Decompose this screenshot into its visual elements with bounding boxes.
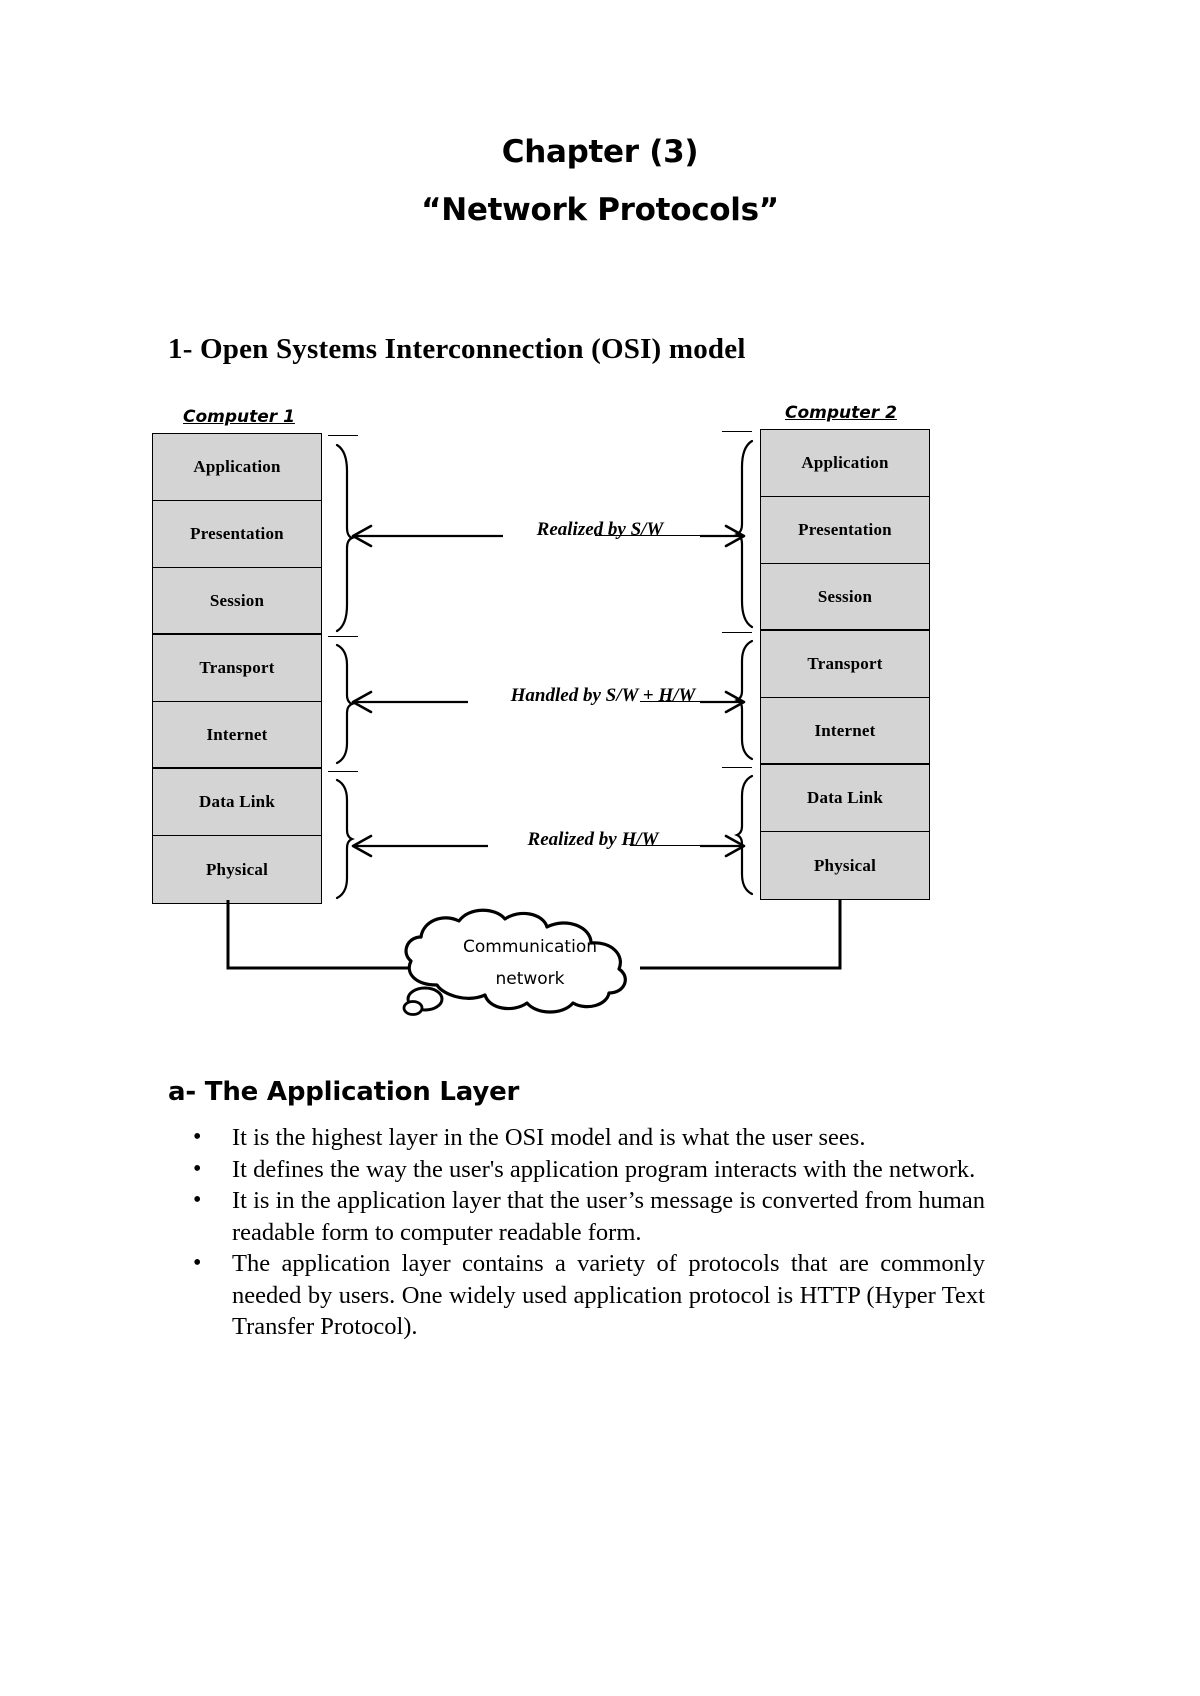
layer-box-transport-left: Transport	[153, 635, 321, 702]
list-item-text: It is in the application layer that the …	[232, 1187, 985, 1246]
osi-model-diagram: Computer 1 Computer 2 Application Presen…	[140, 395, 1060, 1055]
list-item: • It defines the way the user's applicat…	[185, 1154, 985, 1186]
annotation-realized-by-sw: Realized by S/W	[536, 519, 664, 540]
bullet-dot-icon: •	[193, 1187, 202, 1213]
layer-box-physical-right: Physical	[813, 855, 877, 875]
annotation-line-swhw-right	[640, 701, 705, 702]
bullet-dot-icon: •	[193, 1124, 202, 1150]
brace-left-software	[333, 443, 355, 633]
page-title-subject: “Network Protocols”	[421, 192, 779, 228]
layer-box-datalink-left: Data Link	[153, 769, 321, 836]
layer-box-session-left: Session	[153, 568, 321, 635]
bullet-list: • It is the highest layer in the OSI mod…	[185, 1122, 985, 1343]
page-title-chapter: Chapter (3)	[501, 134, 699, 170]
layer-box-internet-right: Internet	[761, 698, 929, 765]
diagram-label-computer-2: Computer 2	[785, 403, 897, 423]
group-tick-left-top	[328, 435, 358, 436]
brace-left-hardware	[333, 778, 355, 900]
sub-heading-application-layer: a- The Application Layer	[168, 1077, 520, 1107]
cloud-label-line-2: network	[495, 969, 565, 989]
layer-box-datalink-right: Data Link	[761, 765, 929, 832]
brace-right-hardware	[734, 774, 756, 896]
list-item: • It is in the application layer that th…	[185, 1185, 985, 1248]
brace-left-software-hardware	[333, 643, 355, 765]
group-tick-left-mid1	[328, 636, 358, 637]
layer-stack-computer-1: Application Presentation Session Transpo…	[152, 433, 322, 904]
arrow-left-software-hardware	[351, 690, 468, 714]
application-layer-bullet-list: • It is the highest layer in the OSI mod…	[185, 1122, 985, 1343]
list-item: • It is the highest layer in the OSI mod…	[185, 1122, 985, 1154]
connector-lines-to-cloud	[226, 900, 842, 970]
layer-box-presentation-left: Presentation	[153, 501, 321, 568]
arrow-right-software-hardware	[700, 690, 746, 714]
arrow-left-hardware	[351, 834, 488, 858]
list-item-text: It defines the way the user's applicatio…	[232, 1155, 976, 1183]
group-tick-right-top	[722, 431, 752, 432]
layer-box-physical-left: Physical	[205, 859, 269, 879]
group-tick-left-mid2	[328, 771, 358, 772]
annotation-line-hw-right	[630, 845, 705, 846]
arrow-right-software	[700, 524, 746, 548]
arrow-left-software	[351, 524, 503, 548]
list-item-text: It is the highest layer in the OSI model…	[232, 1124, 866, 1151]
layer-box-presentation-right: Presentation	[761, 497, 929, 564]
brace-right-software	[734, 439, 756, 629]
diagram-label-computer-1: Computer 1	[183, 407, 295, 427]
arrow-right-hardware	[700, 834, 746, 858]
section-heading-osi-model: 1- Open Systems Interconnection (OSI) mo…	[168, 333, 746, 365]
layer-stack-computer-2: Application Presentation Session Transpo…	[760, 429, 930, 900]
layer-box-application-left: Application	[153, 434, 321, 501]
layer-box-session-right: Session	[761, 564, 929, 631]
group-tick-right-mid1	[722, 632, 752, 633]
layer-box-application-right: Application	[761, 430, 929, 497]
communication-network-cloud: Communication network	[395, 907, 665, 1022]
annotation-handled-by-sw-hw: Handled by S/W + H/W	[510, 685, 696, 706]
bullet-dot-icon: •	[193, 1250, 202, 1276]
annotation-realized-by-hw: Realized by H/W	[527, 829, 659, 850]
layer-box-transport-right: Transport	[761, 631, 929, 698]
list-item: • The application layer contains a varie…	[185, 1248, 985, 1343]
cloud-shape	[402, 908, 627, 1016]
annotation-line-sw-right	[595, 535, 705, 536]
cloud-label-line-1: Communication	[463, 937, 597, 957]
layer-box-internet-left: Internet	[153, 702, 321, 769]
bullet-dot-icon: •	[193, 1155, 202, 1182]
list-item-text: The application layer contains a variety…	[232, 1250, 985, 1340]
group-tick-right-mid2	[722, 767, 752, 768]
brace-right-software-hardware	[734, 639, 756, 761]
